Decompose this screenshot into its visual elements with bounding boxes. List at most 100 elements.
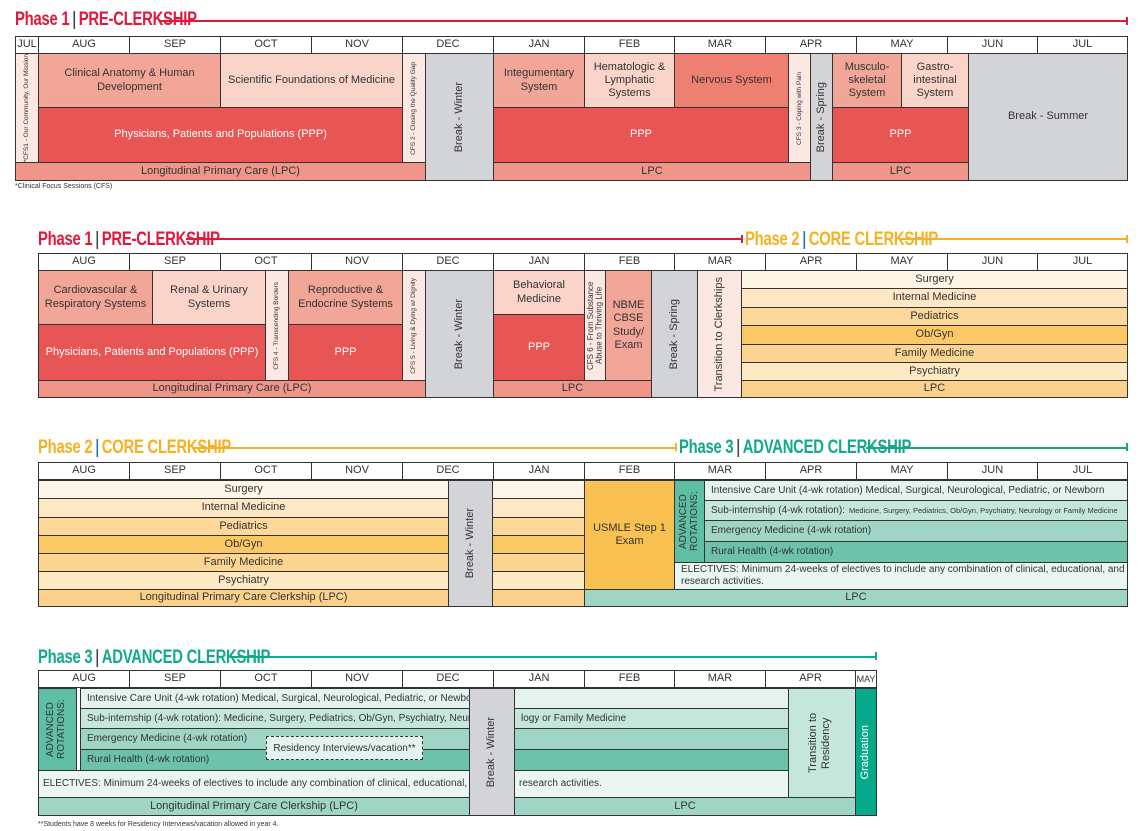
- phase1-timeline: [186, 238, 742, 240]
- lpc-block: LPC: [584, 589, 1128, 607]
- behavioral-block: Behavioral Medicine: [493, 270, 585, 315]
- clerkship-pediatrics: Pediatrics: [38, 517, 449, 536]
- jan-obgyn: [492, 535, 585, 554]
- month: APR: [765, 36, 857, 54]
- cfs2-block: CFS 2 - Closing the Quality Gap: [402, 53, 426, 163]
- timeline-end: [1126, 235, 1128, 243]
- month: OCT: [220, 462, 312, 480]
- month: SEP: [129, 36, 221, 54]
- month: SEP: [129, 253, 221, 271]
- phase3-timeline: [866, 447, 1128, 449]
- lpc-block: LPC: [493, 380, 652, 398]
- month: FEB: [584, 462, 675, 480]
- lpc-block: LPC: [493, 162, 811, 181]
- hematologic-block: Hematologic & Lymphatic Systems: [584, 53, 675, 108]
- nervous-block: Nervous System: [674, 53, 789, 108]
- musculoskeletal-block: Musculo-skeletal System: [832, 53, 902, 108]
- clerkship-psychiatry: Psychiatry: [38, 571, 449, 590]
- subinternship-rotation: Sub-internship (4-wk rotation): Medicine…: [80, 708, 470, 729]
- clerkship-surgery: Surgery: [38, 480, 449, 499]
- clerkship-lpc: Longitudinal Primary Care Clerkship (LPC…: [38, 589, 449, 607]
- electives-block-cont: research activities.: [514, 770, 789, 798]
- month: JUL: [1037, 462, 1128, 480]
- clerkship-family-medicine: Family Medicine: [741, 344, 1128, 363]
- month: JUL: [15, 36, 39, 54]
- month: AUG: [38, 670, 130, 688]
- cfs3-block: CFS 3 - Coping with Pain: [788, 53, 811, 163]
- cfs5-block: CFS 5 - Living & Dying w/ Dignity: [402, 270, 426, 381]
- timeline-end: [1126, 17, 1128, 25]
- emergency-rotation: Emergency Medicine (4-wk rotation): [704, 520, 1128, 542]
- phase2-timeline: [192, 447, 676, 449]
- clerkship-family-medicine: Family Medicine: [38, 553, 449, 572]
- icu-rotation-cont: [514, 688, 789, 709]
- clerkship-pediatrics: Pediatrics: [741, 307, 1128, 326]
- clerkship-obgyn: Ob/Gyn: [741, 325, 1128, 345]
- month: DEC: [402, 462, 494, 480]
- transition-residency: Transition to Residency: [788, 688, 856, 798]
- clerkship-psychiatry: Psychiatry: [741, 362, 1128, 381]
- month: MAY: [856, 36, 948, 54]
- icu-rotation: Intensive Care Unit (4-wk rotation) Medi…: [704, 480, 1128, 501]
- clerkship-surgery: Surgery: [741, 270, 1128, 289]
- break-winter: Break - Winter: [448, 480, 493, 607]
- ppp-block: PPP: [288, 324, 403, 381]
- lpc-block: Longitudinal Primary Care Clerkship (LPC…: [38, 797, 470, 816]
- lpc-block: Longitudinal Primary Care (LPC): [15, 162, 426, 181]
- rural-health-rotation-cont: [514, 749, 789, 771]
- month: OCT: [220, 36, 312, 54]
- cfs6-block: CFS 6 - From Substance Abuse to Thriving…: [584, 270, 606, 381]
- timeline-end: [875, 652, 877, 660]
- break-spring: Break - Spring: [651, 270, 698, 398]
- residency-interviews-box: Residency Interviews/vacation**: [266, 736, 423, 760]
- month: MAY: [855, 670, 877, 688]
- break-spring: Break - Spring: [810, 53, 833, 181]
- subinternship-rotation: Sub-internship (4-wk rotation):Medicine,…: [704, 500, 1128, 521]
- month: JAN: [493, 253, 585, 271]
- jan-family-medicine: [492, 553, 585, 572]
- month: OCT: [220, 253, 312, 271]
- lpc-block: LPC: [514, 797, 856, 816]
- advanced-rotations-label: ADVANCED ROTATIONS:: [38, 688, 77, 771]
- month: JUL: [1037, 253, 1128, 271]
- month: DEC: [402, 670, 494, 688]
- month: FEB: [584, 36, 675, 54]
- gastrointestinal-block: Gastro-intestinal System: [901, 53, 969, 108]
- break-winter: Break - Winter: [425, 53, 494, 181]
- cfs1-block: *CFS1 - Our Community, Our Mission: [15, 53, 39, 163]
- cfs6-label: CFS 6 - From Substance Abuse to Thriving…: [585, 281, 603, 370]
- timeline-end: [1126, 443, 1128, 451]
- month: MAR: [674, 462, 766, 480]
- reproductive-block: Reproductive & Endocrine Systems: [288, 270, 403, 325]
- usmle-block: USMLE Step 1 Exam: [584, 480, 675, 590]
- timeline-end: [675, 443, 677, 451]
- month: MAR: [674, 670, 766, 688]
- month: JUL: [1037, 36, 1128, 54]
- clerkship-internal-medicine: Internal Medicine: [741, 288, 1128, 308]
- month: APR: [765, 462, 857, 480]
- ppp-block: Physicians, Patients and Populations (PP…: [38, 107, 403, 163]
- electives-block: ELECTIVES: Minimum 24-weeks of electives…: [674, 562, 1128, 590]
- month: JUN: [947, 36, 1038, 54]
- month: SEP: [129, 462, 221, 480]
- month: MAR: [674, 36, 766, 54]
- icu-rotation: Intensive Care Unit (4-wk rotation) Medi…: [80, 688, 470, 709]
- integumentary-block: Integumentary System: [493, 53, 585, 108]
- transition-clerkships: Transition to Clerkships: [697, 270, 742, 398]
- month: AUG: [38, 253, 130, 271]
- renal-block: Renal & Urinary Systems: [152, 270, 266, 325]
- clerkship-obgyn: Ob/Gyn: [38, 535, 449, 554]
- month: NOV: [311, 36, 403, 54]
- sfm-block: Scientific Foundations of Medicine: [220, 53, 403, 108]
- ppp-block: PPP: [493, 314, 585, 381]
- phase2-timeline: [900, 238, 1128, 240]
- electives-block: ELECTIVES: Minimum 24-weeks of electives…: [38, 770, 470, 798]
- timeline-end: [741, 235, 743, 243]
- month: NOV: [311, 462, 403, 480]
- month: JAN: [493, 462, 585, 480]
- month: AUG: [38, 462, 130, 480]
